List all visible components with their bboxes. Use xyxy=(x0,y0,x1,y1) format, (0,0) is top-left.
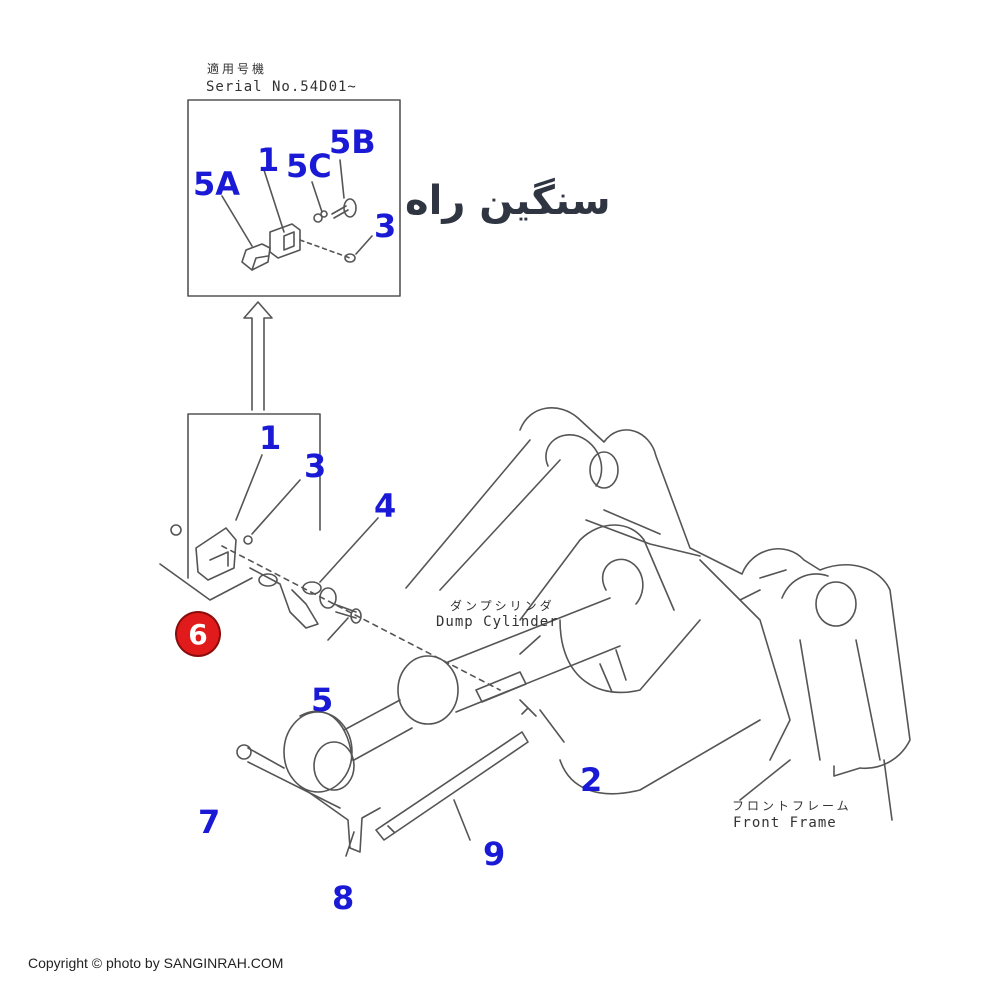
callout-1: 1 xyxy=(259,419,282,457)
applicable-serial-jp: 適用号機 xyxy=(207,62,268,76)
detail-arrow xyxy=(243,301,273,411)
serial-number-label: Serial No.54D01~ xyxy=(206,79,357,95)
front-frame-label: Front Frame xyxy=(733,815,837,831)
dump-cylinder-label-jp: ダンプシリンダ xyxy=(450,599,555,613)
callout-inset-5c: 5C xyxy=(286,147,332,185)
callout-9: 9 xyxy=(483,835,506,873)
callout-box xyxy=(187,413,321,579)
front-frame xyxy=(405,407,911,821)
front-frame-label-jp: フロントフレーム xyxy=(732,799,852,813)
lower-parts-sketch xyxy=(170,524,501,691)
callout-inset-3: 3 xyxy=(374,207,397,245)
callout-8: 8 xyxy=(332,879,355,917)
callout-inset-1: 1 xyxy=(257,141,280,179)
callout-inset-5b: 5B xyxy=(329,123,376,161)
callout-2: 2 xyxy=(580,761,603,799)
copyright-notice: Copyright © photo by SANGINRAH.COM xyxy=(28,955,284,971)
inset-detail-box xyxy=(187,99,401,297)
dump-cylinder xyxy=(236,597,621,853)
callout-5: 5 xyxy=(311,681,334,719)
callout-4: 4 xyxy=(374,487,397,525)
strap xyxy=(375,731,529,841)
callout-inset-5a: 5A xyxy=(193,165,241,203)
dump-cylinder-label: Dump Cylinder xyxy=(436,614,559,630)
inset-parts-sketch xyxy=(221,159,373,271)
callout-3: 3 xyxy=(304,447,327,485)
callout-7: 7 xyxy=(198,803,221,841)
brand-logo: سنگین راه xyxy=(405,178,611,224)
callout-6-badge: 6 xyxy=(177,613,219,655)
